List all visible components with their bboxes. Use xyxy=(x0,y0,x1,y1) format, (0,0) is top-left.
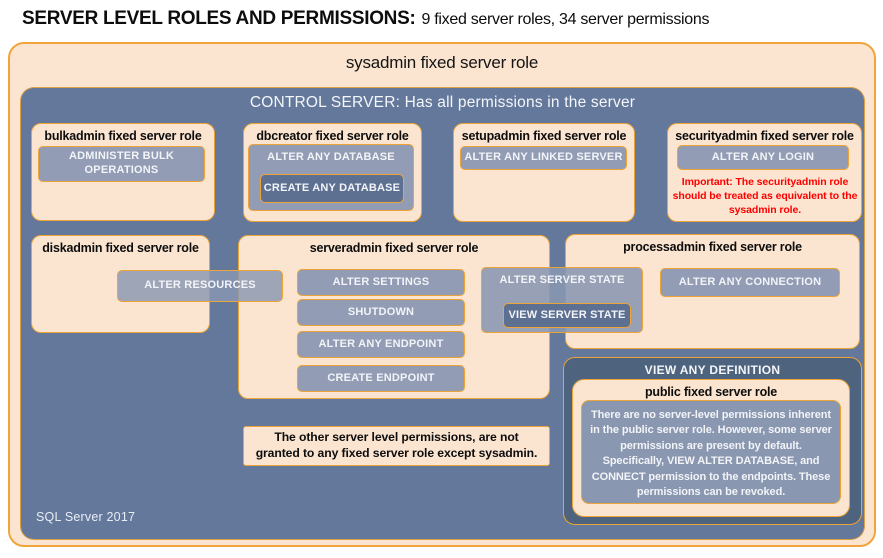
dbcreator-role-label: dbcreator fixed server role xyxy=(256,129,409,143)
permission-alter-any-login: ALTER ANY LOGIN xyxy=(677,145,849,170)
control-server-label: CONTROL SERVER: Has all permissions in t… xyxy=(249,94,636,111)
permission-view-server-state: VIEW SERVER STATE xyxy=(503,303,631,328)
securityadmin-role-label: securityadmin fixed server role xyxy=(675,129,854,143)
permission-administer-bulk-operations: ADMINISTER BULK OPERATIONS xyxy=(38,146,205,182)
permission-create-any-database: CREATE ANY DATABASE xyxy=(260,174,404,203)
permission-alter-any-linked-server: ALTER ANY LINKED SERVER xyxy=(460,146,627,170)
public-role-label: public fixed server role xyxy=(644,385,778,399)
securityadmin-warning-text: Important: The securityadmin role should… xyxy=(672,176,858,217)
setupadmin-role-box: setupadmin fixed server role xyxy=(453,123,635,222)
setupadmin-role-label: setupadmin fixed server role xyxy=(461,129,627,143)
securityadmin-role-box: securityadmin fixed server role xyxy=(667,123,862,222)
page-title: SERVER LEVEL ROLES AND PERMISSIONS: 9 fix… xyxy=(22,8,872,30)
permission-alter-resources: ALTER RESOURCES xyxy=(117,270,283,302)
permission-create-endpoint: CREATE ENDPOINT xyxy=(297,365,465,392)
page-title-subtitle: 9 fixed server roles, 34 server permissi… xyxy=(421,11,710,28)
diskadmin-role-label: diskadmin fixed server role xyxy=(42,241,199,255)
permission-alter-settings: ALTER SETTINGS xyxy=(297,269,465,296)
serveradmin-role-label: serveradmin fixed server role xyxy=(309,241,479,255)
public-role-note: There are no server-level permissions in… xyxy=(581,400,841,504)
permission-alter-server-state-label: ALTER SERVER STATE xyxy=(499,274,625,286)
other-permissions-note: The other server level permissions, are … xyxy=(243,426,550,466)
processadmin-role-label: processadmin fixed server role xyxy=(623,240,802,254)
permission-shutdown: SHUTDOWN xyxy=(297,299,465,326)
diskadmin-role-box: diskadmin fixed server role xyxy=(31,235,210,333)
sysadmin-role-label: sysadmin fixed server role xyxy=(345,53,539,72)
permission-alter-any-connection: ALTER ANY CONNECTION xyxy=(660,268,840,297)
view-any-definition-label: VIEW ANY DEFINITION xyxy=(644,363,781,377)
footer-version-label: SQL Server 2017 xyxy=(36,510,136,524)
permission-alter-any-database-label: ALTER ANY DATABASE xyxy=(267,151,395,163)
permission-alter-any-endpoint: ALTER ANY ENDPOINT xyxy=(297,331,465,358)
page-title-main: SERVER LEVEL ROLES AND PERMISSIONS: xyxy=(22,8,416,29)
bulkadmin-role-label: bulkadmin fixed server role xyxy=(44,129,202,143)
